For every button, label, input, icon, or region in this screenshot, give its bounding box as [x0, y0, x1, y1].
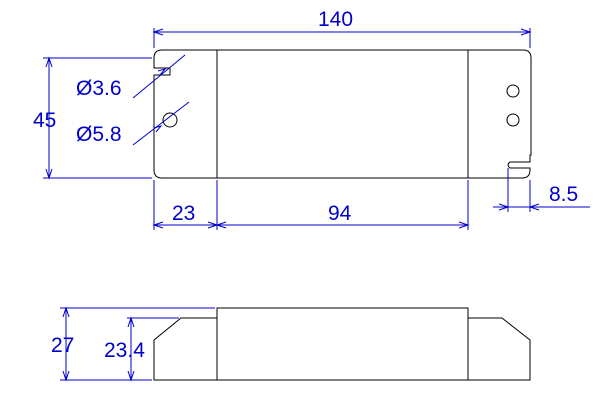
end-cap-length-label: 23 [172, 202, 195, 225]
side-view-outline [153, 307, 531, 381]
side-total-height-label: 27 [51, 334, 74, 357]
side-body-height-label: 23.4 [104, 339, 145, 362]
right-hole-lower [506, 113, 520, 127]
height-label: 45 [33, 109, 56, 132]
top-view-outline [153, 49, 532, 179]
dimension-cap-and-body: 23 94 [152, 180, 470, 230]
small-hole-diameter-label: Ø3.6 [76, 77, 122, 100]
overall-length-label: 140 [318, 8, 353, 31]
dimension-height: 45 [33, 56, 152, 180]
slot-offset-label: 8.5 [549, 183, 578, 206]
dimension-side-total-height: 27 [51, 306, 215, 382]
side-view [153, 307, 531, 381]
top-view [153, 49, 532, 179]
dimension-overall-length: 140 [152, 8, 532, 48]
large-hole-diameter-label: Ø5.8 [76, 123, 122, 146]
body-length-label: 94 [328, 202, 352, 225]
right-hole-upper [506, 84, 520, 98]
left-mounting-hole [162, 112, 178, 128]
leader-small-hole: Ø3.6 [76, 54, 186, 100]
leader-large-hole: Ø5.8 [76, 101, 190, 146]
dimension-side-body-height: 23.4 [104, 316, 179, 382]
dimension-slot-offset: 8.5 [493, 168, 590, 212]
